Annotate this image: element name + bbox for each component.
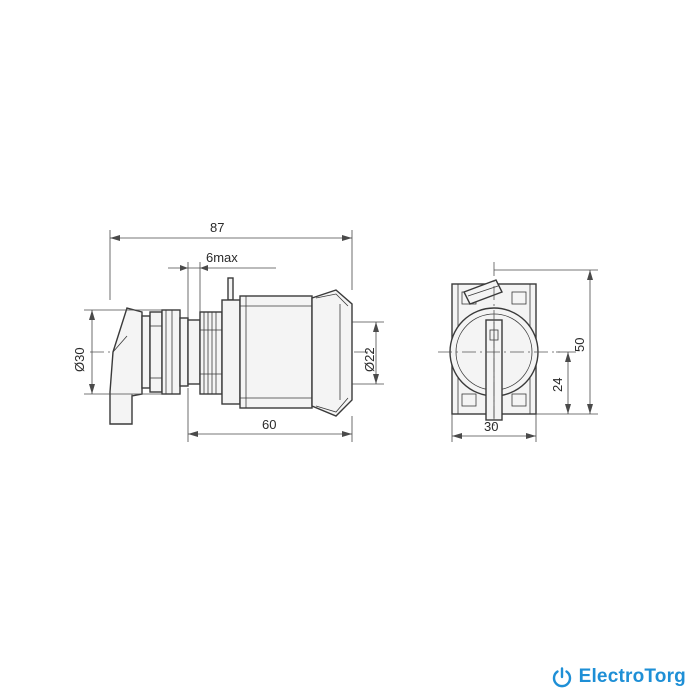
panel-nut	[187, 311, 223, 395]
dim-knob-diameter	[84, 309, 162, 395]
dim-overall-length-label: 87	[210, 220, 224, 235]
front-view: 30 50 24	[438, 262, 598, 442]
dim-front-height-label: 50	[572, 338, 587, 352]
contact-block	[311, 289, 353, 417]
dim-body-length-label: 60	[262, 417, 276, 432]
side-view: 87 6max Ø30 Ø22	[72, 220, 384, 442]
anti-rotation-pin	[227, 277, 234, 301]
dim-body-length	[187, 388, 353, 442]
power-icon	[552, 667, 571, 688]
dim-panel-thickness	[168, 262, 276, 318]
dim-front-axis-height	[556, 351, 576, 414]
dim-front-width-label: 30	[484, 419, 498, 434]
dim-front-axis-height-label: 24	[550, 378, 565, 392]
dim-front-width	[451, 414, 537, 442]
brand-logo: ElectroTorg	[551, 666, 686, 688]
brand-name: ElectroTorg	[578, 666, 686, 687]
dim-body-diameter	[352, 321, 384, 385]
dim-front-height	[494, 269, 598, 415]
dim-body-diameter-label: Ø22	[362, 347, 377, 372]
knob-handle	[109, 307, 143, 425]
front-top-tab	[463, 279, 503, 305]
dim-panel-thickness-label: 6max	[206, 250, 238, 265]
dim-overall-length	[109, 230, 353, 300]
knob-collar	[141, 309, 189, 395]
dim-knob-diameter-label: Ø30	[72, 347, 87, 372]
switch-body	[221, 295, 313, 409]
